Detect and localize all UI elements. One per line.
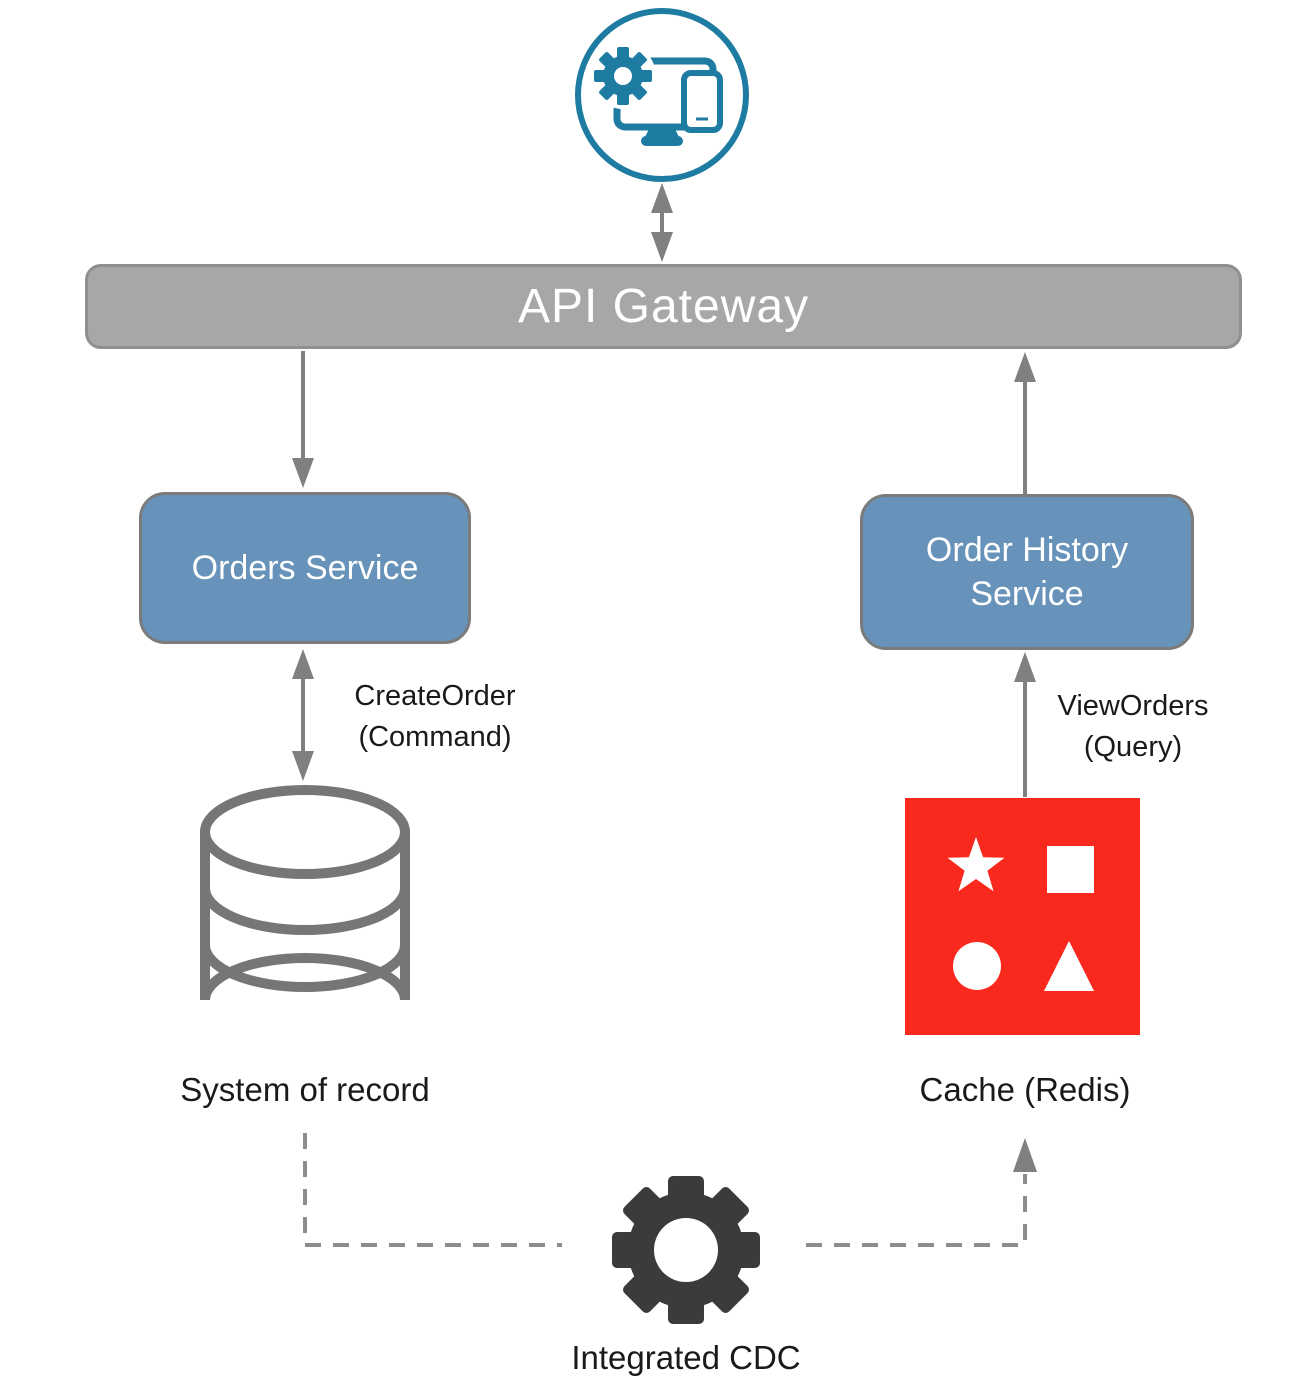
arrow-cache-history bbox=[1014, 652, 1036, 797]
circle-shape bbox=[953, 942, 1001, 990]
star-shape bbox=[947, 837, 1005, 892]
square-shape bbox=[1047, 846, 1094, 893]
phone-icon bbox=[681, 70, 723, 133]
orders-service-label: Orders Service bbox=[191, 548, 419, 587]
arrow-orders-database bbox=[292, 649, 314, 781]
redis-icon bbox=[905, 798, 1140, 1035]
view-orders-query-label: ViewOrders (Query) bbox=[1057, 690, 1209, 763]
dashed-line-db-cdc bbox=[303, 1133, 562, 1247]
small-gear-icon bbox=[594, 47, 652, 105]
arrow-gateway-orders bbox=[292, 351, 314, 488]
integrated-cdc-label: Integrated CDC bbox=[571, 1339, 801, 1376]
database-cylinder-icon bbox=[200, 785, 410, 1001]
order-history-service-label: Order History Service bbox=[925, 530, 1129, 613]
dashed-line-cdc-cache bbox=[806, 1174, 1027, 1247]
gear-icon bbox=[612, 1176, 760, 1324]
system-of-record-label: System of record bbox=[180, 1071, 430, 1108]
arrow-history-gateway bbox=[1014, 352, 1036, 494]
cache-redis-label: Cache (Redis) bbox=[919, 1071, 1131, 1108]
api-gateway-box: API Gateway bbox=[85, 264, 1242, 349]
client-devices-icon bbox=[575, 8, 749, 182]
triangle-shape bbox=[1044, 941, 1094, 991]
order-history-service-box: Order History Service bbox=[860, 494, 1194, 650]
arrow-client-gateway bbox=[651, 183, 673, 262]
create-order-command-label: CreateOrder (Command) bbox=[354, 680, 516, 753]
orders-service-box: Orders Service bbox=[139, 492, 471, 644]
dashed-arrowhead-cache bbox=[1013, 1138, 1037, 1172]
api-gateway-label: API Gateway bbox=[517, 280, 810, 333]
